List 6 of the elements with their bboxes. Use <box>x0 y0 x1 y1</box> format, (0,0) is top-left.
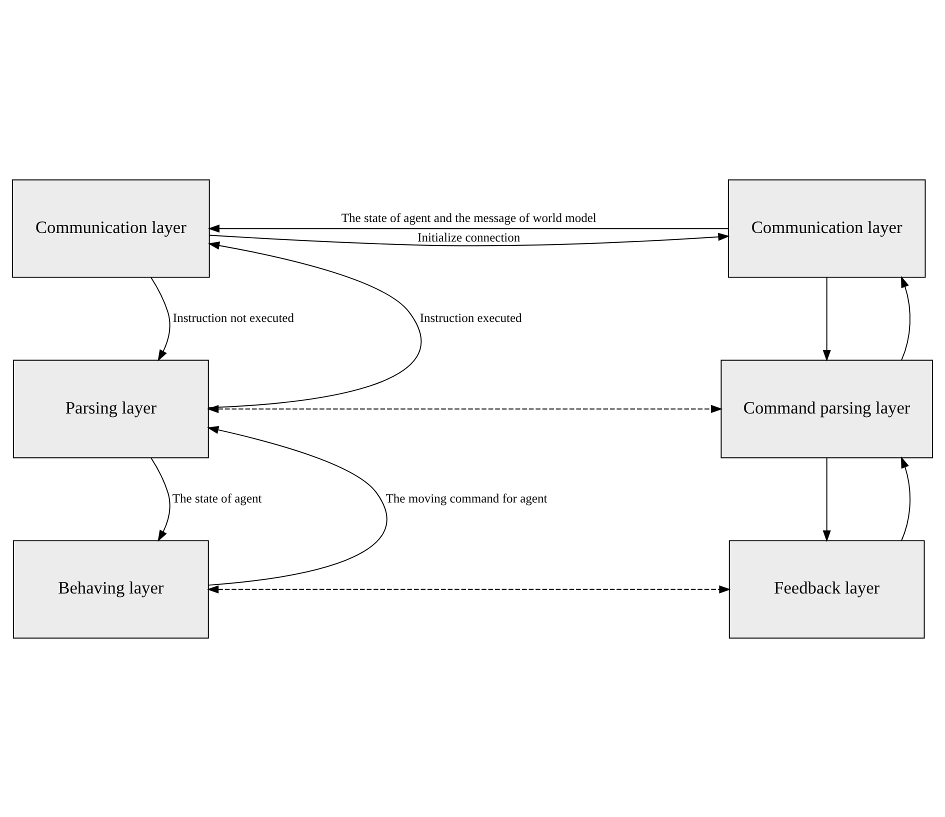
edge-label: The state of agent <box>172 490 262 505</box>
edge-label: The moving command for agent <box>386 490 548 505</box>
edge-label: Instruction executed <box>420 310 522 325</box>
edge-label: Instruction not executed <box>172 310 294 325</box>
edge-label: The state of agent and the message of world model <box>341 210 596 225</box>
edge-label: Initialize connection <box>418 230 520 244</box>
